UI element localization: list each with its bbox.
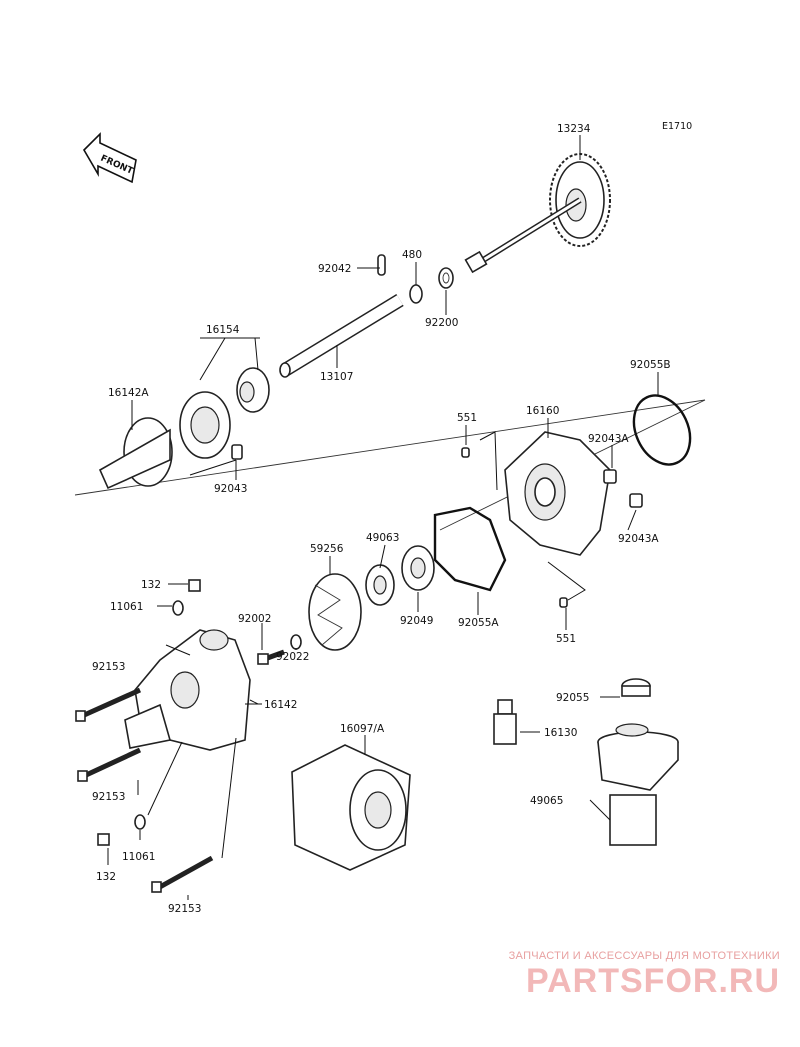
bolt-92002 — [257, 649, 285, 665]
part-label: 92043A — [618, 533, 659, 545]
seal-49063 — [365, 564, 395, 606]
cap-92055 — [621, 678, 651, 697]
part-label: 49063 — [366, 532, 399, 544]
sprocket-13234 — [464, 153, 611, 274]
front-arrow-icon: FRONT — [82, 132, 137, 184]
part-label: 16130 — [544, 727, 577, 739]
watermark-tagline: ЗАПЧАСТИ И АКСЕССУАРЫ ДЛЯ МОТОТЕХНИКИ — [508, 950, 780, 962]
cover-16160 — [504, 431, 611, 556]
dowel-551-upper — [461, 447, 470, 458]
watermark-logo: PARTSFOR.RU — [525, 962, 780, 1000]
part-label: 59256 — [310, 543, 344, 555]
washer-92022 — [290, 634, 302, 650]
washer-92200 — [438, 267, 454, 289]
part-label: 92042 — [318, 263, 351, 275]
part-label: 92200 — [425, 317, 458, 329]
part-label: 480 — [402, 249, 422, 261]
part-label: 16142 — [264, 699, 297, 711]
part-label: 92153 — [92, 661, 125, 673]
part-label: 92055B — [630, 359, 671, 371]
part-label: 11061 — [110, 601, 143, 613]
part-label: 132 — [141, 579, 161, 591]
bolt-132-upper — [188, 579, 201, 592]
bearing-92049 — [401, 545, 435, 591]
part-label: 16142A — [108, 387, 149, 399]
bolt-92153-middle — [77, 747, 142, 782]
bolt-132-lower — [97, 833, 110, 846]
oring-92055B — [632, 394, 692, 466]
part-label: 92043 — [214, 483, 247, 495]
part-label: 92153 — [168, 903, 201, 915]
shaft-13107 — [279, 294, 404, 378]
part-label: 11061 — [122, 851, 155, 863]
part-label: 92055 — [556, 692, 589, 704]
oil-filter-16097A — [291, 744, 411, 871]
bolt-92153-lower — [151, 855, 214, 893]
pump-housing-16142 — [124, 629, 251, 751]
part-label: 92022 — [276, 651, 309, 663]
pin-92043 — [231, 444, 243, 460]
sensor-16130 — [493, 699, 517, 745]
part-label: 13234 — [557, 123, 591, 135]
part-label: 16154 — [206, 324, 240, 336]
part-label: 92043A — [588, 433, 629, 445]
part-label: 92049 — [400, 615, 433, 627]
strainer-49065 — [597, 723, 679, 846]
part-labels: 13234 92042 480 92200 16154 13107 16142A… — [92, 123, 671, 915]
impeller-59256 — [308, 573, 362, 651]
pin-92042 — [377, 254, 386, 276]
part-label: 16097/A — [340, 723, 385, 735]
circlip-480 — [409, 284, 423, 304]
part-label: 13107 — [320, 371, 353, 383]
washer-11061-lower — [134, 814, 146, 830]
assembly-axis-line — [74, 399, 706, 496]
part-label: 92055A — [458, 617, 499, 629]
diagram-code: E1710 — [662, 121, 692, 132]
part-label: 551 — [457, 412, 477, 424]
leader-lines — [107, 135, 659, 900]
part-label: 92153 — [92, 791, 125, 803]
inner-rotor-16154 — [236, 367, 270, 413]
oring-92055A — [433, 506, 507, 592]
part-label: 132 — [96, 871, 116, 883]
washer-11061-upper — [172, 600, 184, 616]
pin-92043A-upper — [603, 469, 617, 484]
part-label: 16160 — [526, 405, 559, 417]
part-label: 551 — [556, 633, 576, 645]
part-label: 92002 — [238, 613, 271, 625]
part-label: 49065 — [530, 795, 563, 807]
pump-body-16142A — [98, 391, 231, 490]
bolt-92153-upper — [75, 687, 142, 722]
pin-92043A-lower — [629, 493, 643, 508]
dowel-551-lower — [559, 597, 568, 608]
